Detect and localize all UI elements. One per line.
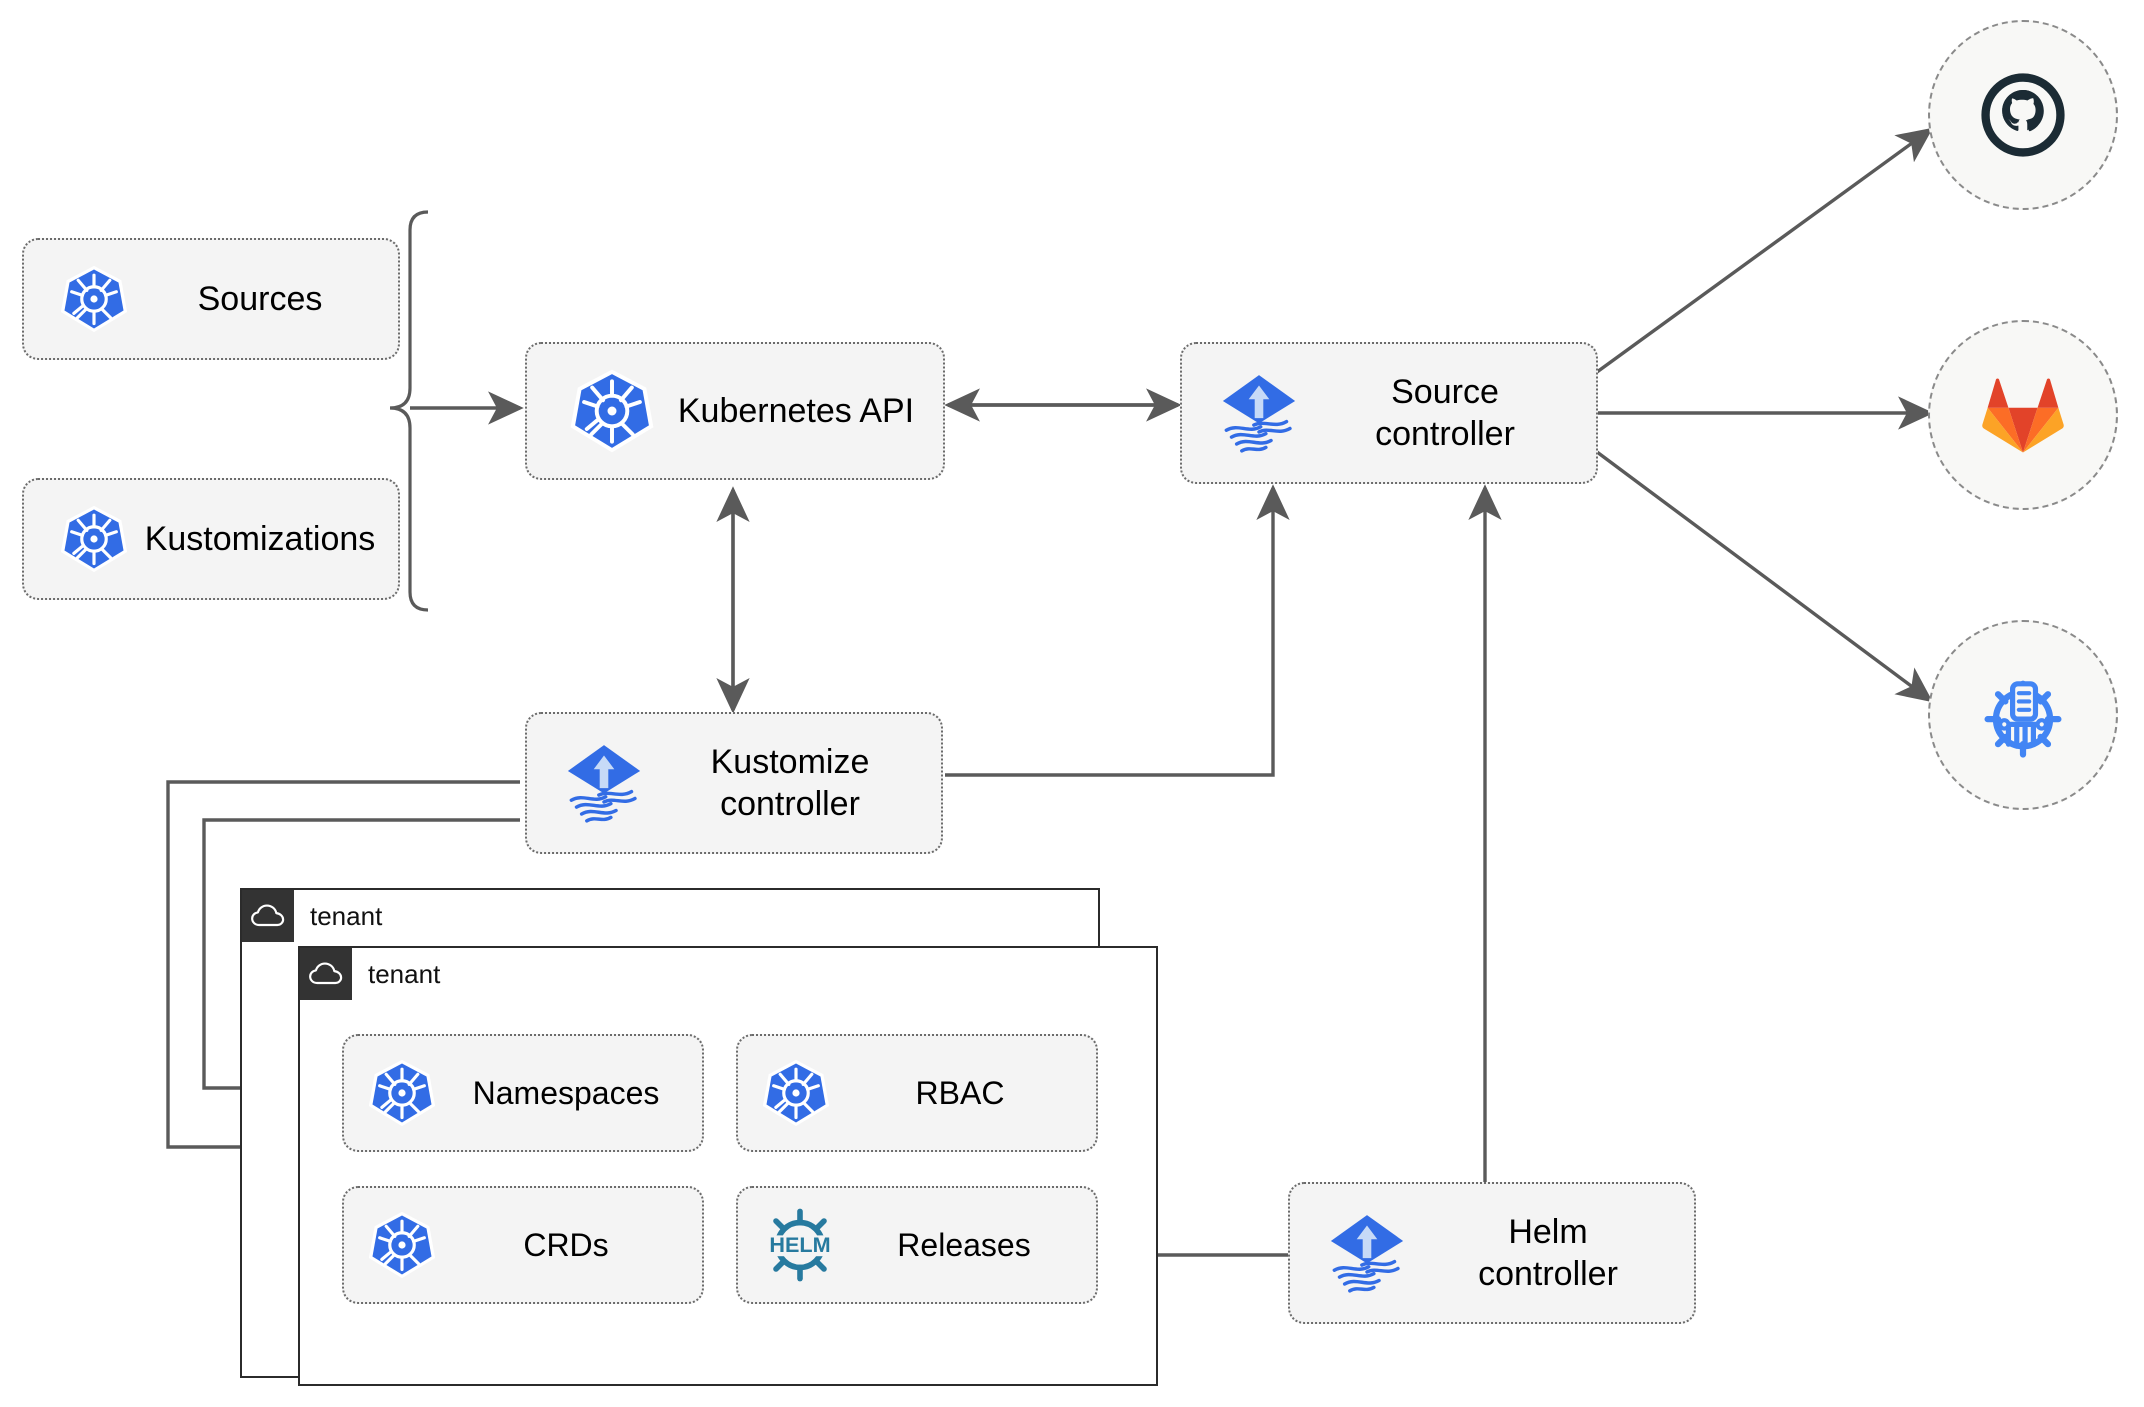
helm-icon: HELM bbox=[760, 1205, 840, 1285]
kubernetes-icon bbox=[760, 1057, 832, 1129]
kubernetes-icon bbox=[366, 1057, 438, 1129]
node-kubernetes-api[interactable]: Kubernetes API bbox=[525, 342, 945, 480]
tenant-header: tenant bbox=[300, 948, 440, 1000]
node-label: RBAC bbox=[915, 1075, 1005, 1111]
flux-icon bbox=[1324, 1210, 1410, 1296]
node-label: Helm controller bbox=[1478, 1212, 1618, 1294]
node-label: Source controller bbox=[1375, 372, 1515, 454]
kubernetes-icon bbox=[567, 366, 657, 456]
svg-text:HELM: HELM bbox=[769, 1232, 830, 1257]
flux-icon bbox=[1216, 370, 1302, 456]
cloud-icon bbox=[300, 948, 352, 1000]
node-kustomize-controller[interactable]: Kustomize controller bbox=[525, 712, 943, 854]
node-source-controller[interactable]: Source controller bbox=[1180, 342, 1598, 484]
tenant-label: tenant bbox=[368, 958, 441, 989]
wire-source-to-bucket bbox=[1595, 450, 1933, 703]
node-label: Sources bbox=[197, 279, 323, 318]
node-helm-controller[interactable]: Helm controller bbox=[1288, 1182, 1696, 1324]
kubernetes-icon bbox=[58, 503, 130, 575]
gitlab-icon bbox=[1982, 378, 2064, 453]
wire-source-to-github bbox=[1596, 127, 1934, 374]
node-label: Kustomize controller bbox=[710, 742, 870, 824]
node-namespaces[interactable]: Namespaces bbox=[342, 1034, 704, 1152]
wire-kustomize-to-source bbox=[945, 484, 1290, 777]
flux-icon bbox=[561, 740, 647, 826]
provider-github[interactable] bbox=[1928, 20, 2118, 210]
node-label: Releases bbox=[897, 1227, 1031, 1263]
node-label: Kubernetes API bbox=[677, 391, 915, 430]
node-releases[interactable]: HELM Releases bbox=[736, 1186, 1098, 1304]
node-label: CRDs bbox=[523, 1227, 609, 1263]
provider-gitlab[interactable] bbox=[1928, 320, 2118, 510]
tenant-label: tenant bbox=[310, 900, 383, 931]
github-icon bbox=[1981, 73, 2065, 157]
tenant-frame-front[interactable]: tenant bbox=[298, 946, 1158, 1386]
node-sources[interactable]: Sources bbox=[22, 238, 400, 360]
cloud-icon bbox=[242, 890, 294, 942]
tenant-header: tenant bbox=[242, 890, 382, 942]
node-label: Kustomizations bbox=[144, 519, 376, 558]
node-kustomizations[interactable]: Kustomizations bbox=[22, 478, 400, 600]
helm-repository-icon bbox=[1984, 680, 2062, 758]
kubernetes-icon bbox=[58, 263, 130, 335]
provider-helm-repository[interactable] bbox=[1928, 620, 2118, 810]
node-label: Namespaces bbox=[472, 1075, 660, 1111]
kubernetes-icon bbox=[366, 1209, 438, 1281]
node-rbac[interactable]: RBAC bbox=[736, 1034, 1098, 1152]
node-crds[interactable]: CRDs bbox=[342, 1186, 704, 1304]
